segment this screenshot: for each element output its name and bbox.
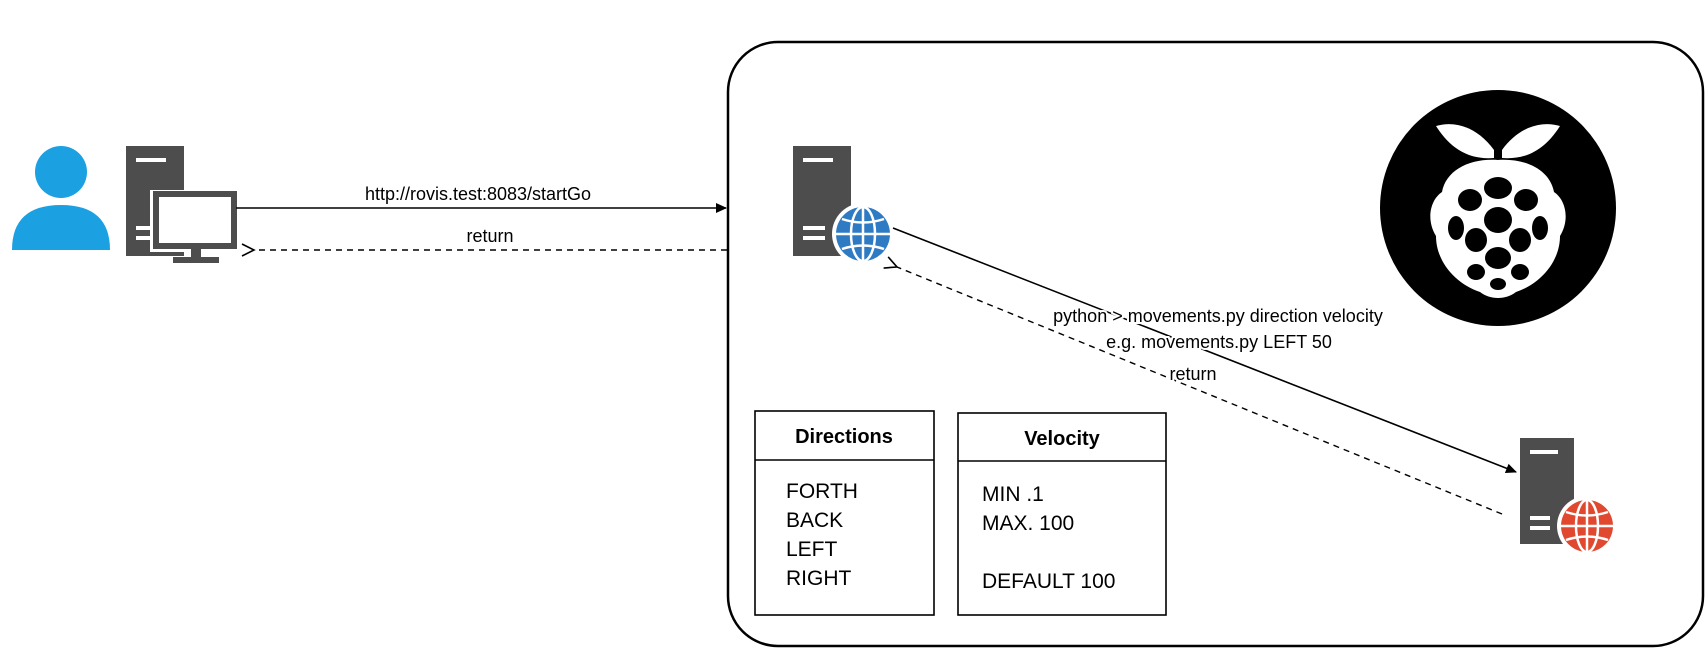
velocity-title: Velocity	[1024, 428, 1100, 450]
globe-icon	[832, 203, 894, 265]
velocity-item: DEFAULT 100	[982, 570, 1115, 593]
direction-item: FORTH	[786, 480, 858, 503]
desktop-computer-icon	[126, 146, 237, 263]
directions-title: Directions	[795, 426, 893, 448]
request-url-label: http://rovis.test:8083/startGo	[365, 184, 591, 204]
directions-box: Directions FORTH BACK LEFT RIGHT	[754, 410, 935, 616]
command-return-arrow	[883, 256, 1503, 515]
command-return-label: return	[1169, 364, 1216, 384]
velocity-item: MAX. 100	[982, 512, 1074, 535]
motor-server-icon	[1520, 438, 1617, 556]
direction-item: RIGHT	[786, 567, 852, 590]
command-example-label: e.g. movements.py LEFT 50	[1106, 332, 1332, 352]
web-server-icon	[793, 146, 894, 265]
velocity-item: MIN .1	[982, 483, 1044, 506]
globe-icon-red	[1557, 496, 1617, 556]
raspberry-pi-container	[726, 40, 1705, 648]
command-arrow	[892, 227, 1517, 474]
direction-item: BACK	[786, 509, 843, 532]
command-label: python > movements.py direction velocity	[1053, 306, 1383, 326]
raspberry-pi-logo	[1380, 90, 1616, 326]
user-icon	[12, 146, 110, 250]
request-return-label: return	[466, 226, 513, 246]
velocity-box: Velocity MIN .1 MAX. 100 DEFAULT 100	[957, 412, 1167, 616]
direction-item: LEFT	[786, 538, 838, 561]
